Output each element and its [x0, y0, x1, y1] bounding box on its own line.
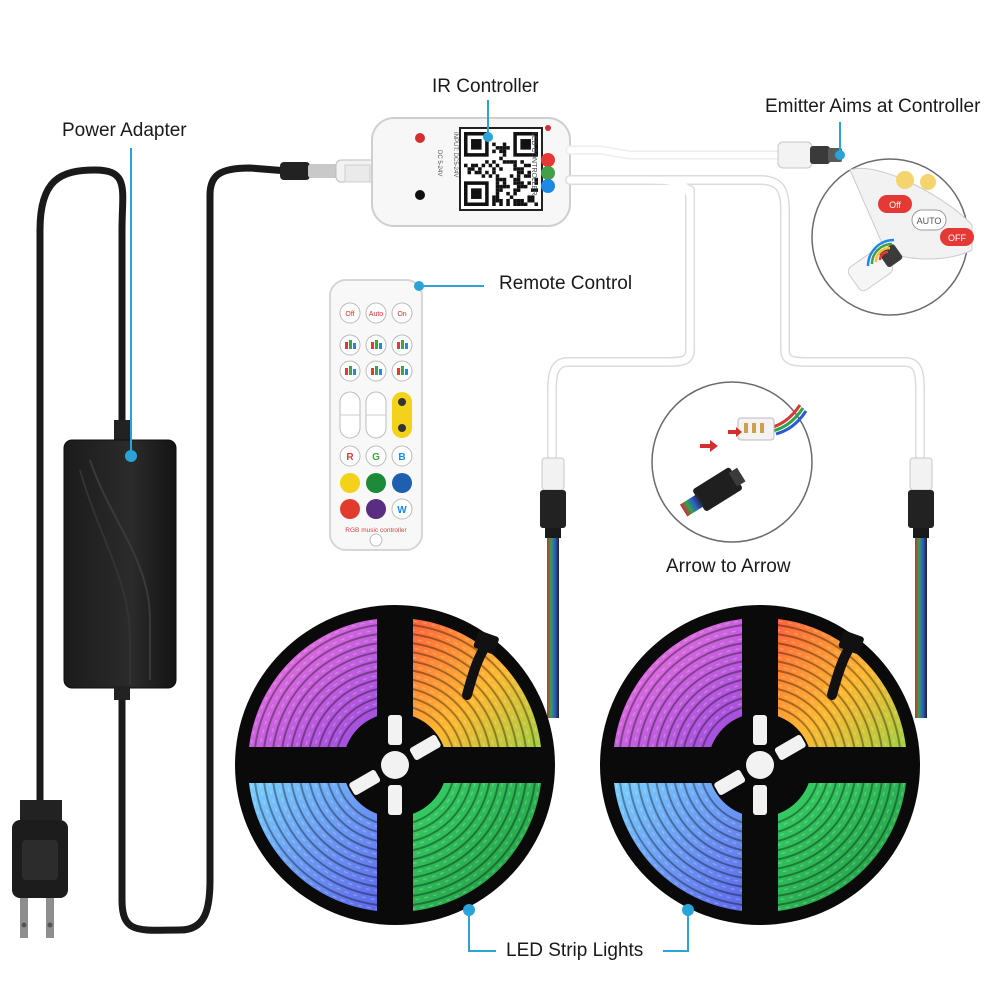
remote-button-on[interactable]: On: [391, 302, 413, 324]
remote-control: Off Auto OnR G B W RGB music controller: [329, 279, 423, 551]
remote-pill-button[interactable]: [365, 391, 387, 439]
emitter-inset: Off AUTO OFF: [811, 158, 974, 316]
svg-text:B: B: [398, 452, 405, 463]
remote-brand-text: RGB music controller: [345, 527, 407, 534]
power-adapter-cables: [36, 164, 304, 934]
controller-text-2: INPUT: DC5-24V: [452, 132, 458, 177]
remote-color-button[interactable]: [392, 473, 412, 493]
ir-emitter-head: [777, 141, 842, 169]
controller-text-1: LED CONTROLLER: [530, 132, 537, 195]
remote-button-g[interactable]: G: [365, 445, 387, 467]
remote-color-button[interactable]: [366, 499, 386, 519]
svg-text:Auto: Auto: [369, 311, 384, 318]
controller-output-cables: [547, 145, 925, 465]
remote-mode-button[interactable]: [365, 334, 387, 356]
remote-button-r[interactable]: R: [339, 445, 361, 467]
strip-connectors: [540, 457, 934, 718]
callouts: [125, 100, 845, 952]
led-reel-left: [235, 605, 555, 925]
remote-mode-button[interactable]: [339, 360, 361, 382]
remote-color-button[interactable]: [340, 499, 360, 519]
remote-button-off[interactable]: Off: [339, 302, 361, 324]
qr-code: [464, 132, 538, 206]
inset-off-right: OFF: [948, 233, 966, 243]
remote-button-auto[interactable]: Auto: [365, 302, 387, 324]
inset-auto: AUTO: [917, 216, 942, 226]
remote-mode-button[interactable]: [391, 360, 413, 382]
label-ir-controller: IR Controller: [432, 76, 539, 97]
label-arrow-to-arrow: Arrow to Arrow: [666, 556, 791, 577]
svg-text:On: On: [397, 311, 406, 318]
remote-mode-button[interactable]: [365, 360, 387, 382]
svg-text:R: R: [346, 452, 354, 463]
remote-mode-button[interactable]: [339, 334, 361, 356]
arrow-inset: [651, 381, 813, 543]
svg-text:W: W: [397, 505, 407, 516]
power-adapter-brick: [63, 420, 177, 700]
inset-off-left: Off: [889, 200, 901, 210]
label-emitter: Emitter Aims at Controller: [765, 96, 981, 117]
remote-music-button[interactable]: [392, 392, 412, 438]
controller-text-4: DC 5-24V: [436, 150, 442, 176]
svg-text:Off: Off: [345, 311, 354, 318]
ir-controller-device: LED CONTROLLER INPUT: DC5-24V DC 5-24V: [344, 117, 571, 227]
remote-mode-button[interactable]: [391, 334, 413, 356]
power-plug: [12, 800, 68, 938]
label-power-adapter: Power Adapter: [62, 120, 187, 141]
remote-pill-button[interactable]: [339, 391, 361, 439]
label-led-strip-lights: LED Strip Lights: [506, 940, 644, 961]
svg-text:G: G: [372, 452, 380, 463]
remote-button-w[interactable]: W: [391, 498, 413, 520]
remote-color-button[interactable]: [340, 473, 360, 493]
remote-button-b[interactable]: B: [391, 445, 413, 467]
led-reel-right: [600, 605, 920, 925]
label-remote-control: Remote Control: [499, 273, 633, 294]
remote-color-button[interactable]: [366, 473, 386, 493]
